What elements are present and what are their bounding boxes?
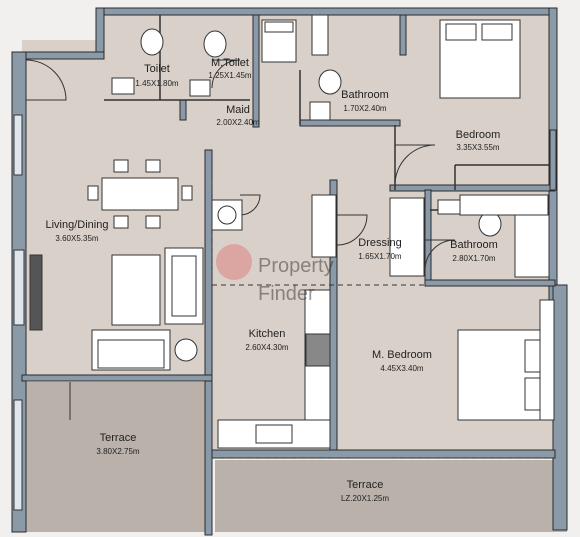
chair xyxy=(145,159,161,173)
room-dims-dressing: 1.65X1.70m xyxy=(358,252,401,261)
room-name-m-bedroom: M. Bedroom xyxy=(372,349,432,361)
room-name-maid: Maid xyxy=(226,104,250,116)
room-labels: Toilet 1.45X1.80m M.Toilet 1.25X1.45m Ma… xyxy=(46,57,501,503)
bath-toilet xyxy=(478,211,502,237)
room-dims-terrace-bottom: LZ.20X1.25m xyxy=(341,494,389,503)
closet-master xyxy=(539,299,555,421)
room-name-m-toilet: M.Toilet xyxy=(211,57,249,69)
open-edges xyxy=(211,180,555,459)
wall-maid-bottom xyxy=(299,119,401,127)
beds xyxy=(261,19,549,421)
toilet-bowl xyxy=(140,28,164,56)
shower xyxy=(514,214,550,278)
wall-living-bottom xyxy=(21,374,213,382)
wall-dressing-bath xyxy=(424,189,432,286)
room-name-dressing: Dressing xyxy=(358,237,401,249)
room-dims-maid: 2.00X2.40m xyxy=(216,118,259,127)
bathroom-sink xyxy=(309,101,331,121)
sanitary-fixtures xyxy=(111,28,550,278)
closet-dressing xyxy=(311,194,337,258)
door-bath-arc xyxy=(424,239,456,271)
wall-bath-bedroom-top xyxy=(399,14,407,56)
pillow xyxy=(481,23,513,41)
closet-bedroom xyxy=(459,194,549,216)
property-finder-watermark: Property Finder xyxy=(216,244,334,305)
room-name-kitchen: Kitchen xyxy=(249,328,286,340)
chair xyxy=(87,185,99,201)
window-terrace xyxy=(13,399,23,511)
terrace-areas xyxy=(24,382,567,532)
maid-toilet-sink xyxy=(189,79,211,97)
armchair-seat xyxy=(171,255,197,317)
chair xyxy=(113,159,129,173)
bath-sink xyxy=(437,199,461,215)
room-dims-bedroom: 3.35X3.55m xyxy=(456,143,499,152)
bathroom-toilet xyxy=(318,69,342,95)
closets xyxy=(311,14,555,421)
room-name-living-dining: Living/Dining xyxy=(46,219,109,231)
wall-maid-bath xyxy=(252,14,260,128)
kitchen-fixtures xyxy=(211,199,331,449)
toilet-sink xyxy=(111,77,135,95)
closet-dressing-right xyxy=(389,197,425,277)
wall-bedroom-bottom xyxy=(389,184,556,192)
washer-drum xyxy=(217,205,237,225)
window-left-2 xyxy=(13,249,25,326)
chair xyxy=(145,215,161,229)
dining-set xyxy=(87,159,193,229)
closet-maid xyxy=(311,14,329,56)
room-dims-bathroom-top: 1.70X2.40m xyxy=(343,104,386,113)
room-name-terrace-left: Terrace xyxy=(100,432,137,444)
room-name-bathroom-top: Bathroom xyxy=(341,89,389,101)
wall-kitchen-left xyxy=(204,149,213,536)
door-maid-arc xyxy=(211,59,241,89)
terrace-left-floor xyxy=(24,382,210,532)
room-dims-kitchen: 2.60X4.30m xyxy=(245,343,288,352)
room-dims-bathroom-right: 2.80X1.70m xyxy=(452,254,495,263)
sofa-seat xyxy=(97,339,165,369)
coffee-table xyxy=(111,254,161,326)
chair xyxy=(113,215,129,229)
pillow xyxy=(445,23,477,41)
watermark-line2: Finder xyxy=(258,283,315,305)
wall-stub-right xyxy=(549,129,557,191)
room-dims-living-dining: 3.60X5.35m xyxy=(55,234,98,243)
room-name-terrace-bottom: Terrace xyxy=(347,479,384,491)
windows xyxy=(13,114,25,511)
tv-unit xyxy=(29,254,43,331)
dining-table xyxy=(101,177,179,211)
wall-stub-toilet xyxy=(179,99,187,121)
cooktop xyxy=(305,333,331,367)
kitchen-sink xyxy=(255,424,293,444)
maid-toilet-bowl xyxy=(203,30,227,58)
watermark-line1: Property xyxy=(258,255,334,277)
door-entry-arc xyxy=(25,59,67,101)
door-dressing-arc xyxy=(336,214,368,246)
door-laundry-arc xyxy=(239,194,261,216)
maid-pillow xyxy=(264,21,294,33)
side-table xyxy=(174,338,198,362)
room-dims-m-bedroom: 4.45X3.40m xyxy=(380,364,423,373)
wall-toilet-left xyxy=(95,7,105,57)
room-dims-terrace-left: 3.80X2.75m xyxy=(96,447,139,456)
room-name-bathroom-right: Bathroom xyxy=(450,239,498,251)
watermark-logo-icon xyxy=(216,244,252,280)
doors xyxy=(25,59,456,459)
chair xyxy=(181,185,193,201)
wall-bath-bottom xyxy=(424,279,556,287)
room-dims-m-toilet: 1.25X1.45m xyxy=(208,71,251,80)
wall-right-lower xyxy=(552,284,568,531)
living-set xyxy=(29,247,204,371)
room-name-bedroom: Bedroom xyxy=(456,129,501,141)
terrace-bottom-floor xyxy=(215,460,567,532)
wall-kitchen-bottom xyxy=(211,449,556,459)
window-left-1 xyxy=(13,114,23,176)
room-name-toilet: Toilet xyxy=(144,63,170,75)
door-bedroom-arc xyxy=(394,144,436,186)
room-dims-toilet: 1.45X1.80m xyxy=(135,79,178,88)
wall-top xyxy=(95,7,557,16)
